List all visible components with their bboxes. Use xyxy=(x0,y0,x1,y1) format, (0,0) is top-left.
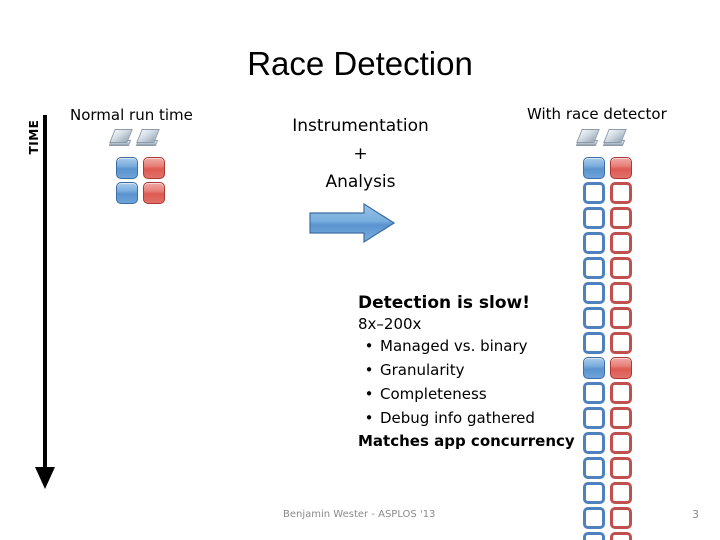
detection-bullet-item: • Debug info gathered xyxy=(358,406,588,430)
detection-info-block: Detection is slow! 8x–200x • Managed vs. … xyxy=(358,293,588,450)
thread-cell-red-outline xyxy=(610,382,632,404)
thread-cell-blue-filled xyxy=(583,157,605,179)
thread-cell-blue-outline xyxy=(583,382,605,404)
thread-disk-icon xyxy=(602,129,630,149)
instrumentation-line-2: + xyxy=(353,144,368,164)
thread-cell-red-outline xyxy=(610,182,632,204)
thread-cell-blue-outline xyxy=(583,507,605,529)
thread-cell-blue-outline xyxy=(583,282,605,304)
detection-bullet-label: Managed vs. binary xyxy=(380,337,528,355)
thread-cell-blue-outline xyxy=(583,232,605,254)
time-axis-arrowhead-icon xyxy=(35,467,55,489)
bullet-dot-icon: • xyxy=(364,409,374,427)
bullet-dot-icon: • xyxy=(364,385,374,403)
thread-cell-red-outline xyxy=(610,432,632,454)
detection-bullet-item: • Managed vs. binary xyxy=(358,334,588,358)
thread-cell-blue-outline xyxy=(583,332,605,354)
detection-bullet-label: Granularity xyxy=(380,361,465,379)
thread-cell-blue-filled xyxy=(583,357,605,379)
thread-cell-blue-outline xyxy=(583,407,605,429)
thread-disk-icon xyxy=(108,129,136,149)
time-axis-label: TIME xyxy=(27,119,41,155)
thread-cell-red-outline xyxy=(610,532,632,540)
time-axis-line xyxy=(43,115,47,470)
footer-page-number: 3 xyxy=(692,508,699,521)
column-header-normal-run-time: Normal run time xyxy=(70,106,193,124)
time-axis: TIME xyxy=(20,110,80,500)
detection-bullet-item: • Completeness xyxy=(358,382,588,406)
thread-cell-red-outline xyxy=(610,282,632,304)
instrumentation-line-1: Instrumentation xyxy=(292,116,429,136)
thread-cell-red-outline xyxy=(610,207,632,229)
thread-cell-blue-outline xyxy=(583,532,605,540)
detection-footnote: Matches app concurrency xyxy=(358,432,575,450)
thread-cell-red-filled xyxy=(610,157,632,179)
thread-cell-red-filled xyxy=(143,182,165,204)
thread-cell-red-outline xyxy=(610,257,632,279)
thread-cell-red-filled xyxy=(143,157,165,179)
thread-cell-red-filled xyxy=(610,357,632,379)
detection-bullet-item: • Granularity xyxy=(358,358,588,382)
thread-cell-red-outline xyxy=(610,482,632,504)
detection-slowdown-range: 8x–200x xyxy=(358,315,422,333)
bullet-dot-icon: • xyxy=(364,361,374,379)
thread-disk-icon xyxy=(575,129,603,149)
thread-cell-blue-outline xyxy=(583,307,605,329)
footer-credit: Benjamin Wester - ASPLOS '13 xyxy=(283,509,436,520)
thread-cell-red-outline xyxy=(610,457,632,479)
thread-cell-red-outline xyxy=(610,232,632,254)
thread-cell-blue-outline xyxy=(583,207,605,229)
thread-cell-blue-outline xyxy=(583,182,605,204)
thread-cell-red-outline xyxy=(610,407,632,429)
detection-bullet-label: Debug info gathered xyxy=(380,409,535,427)
thread-disk-icon xyxy=(135,129,163,149)
thread-cell-blue-filled xyxy=(116,182,138,204)
instrumentation-line-3: Analysis xyxy=(325,172,396,192)
instrumentation-text-block: Instrumentation + Analysis xyxy=(258,112,463,196)
right-block-arrow-icon xyxy=(309,203,395,243)
thread-cell-blue-filled xyxy=(116,157,138,179)
thread-cell-blue-outline xyxy=(583,482,605,504)
page-title: Race Detection xyxy=(247,45,473,82)
bullet-dot-icon: • xyxy=(364,337,374,355)
thread-cell-blue-outline xyxy=(583,457,605,479)
detection-heading: Detection is slow! xyxy=(358,293,530,313)
thread-cell-blue-outline xyxy=(583,257,605,279)
column-header-with-race-detector: With race detector xyxy=(527,105,667,123)
detection-bullet-list: • Managed vs. binary • Granularity • Complete… xyxy=(358,334,588,430)
thread-cell-red-outline xyxy=(610,332,632,354)
thread-cell-red-outline xyxy=(610,307,632,329)
thread-cell-blue-outline xyxy=(583,432,605,454)
detection-bullet-label: Completeness xyxy=(380,385,487,403)
thread-cell-red-outline xyxy=(610,507,632,529)
